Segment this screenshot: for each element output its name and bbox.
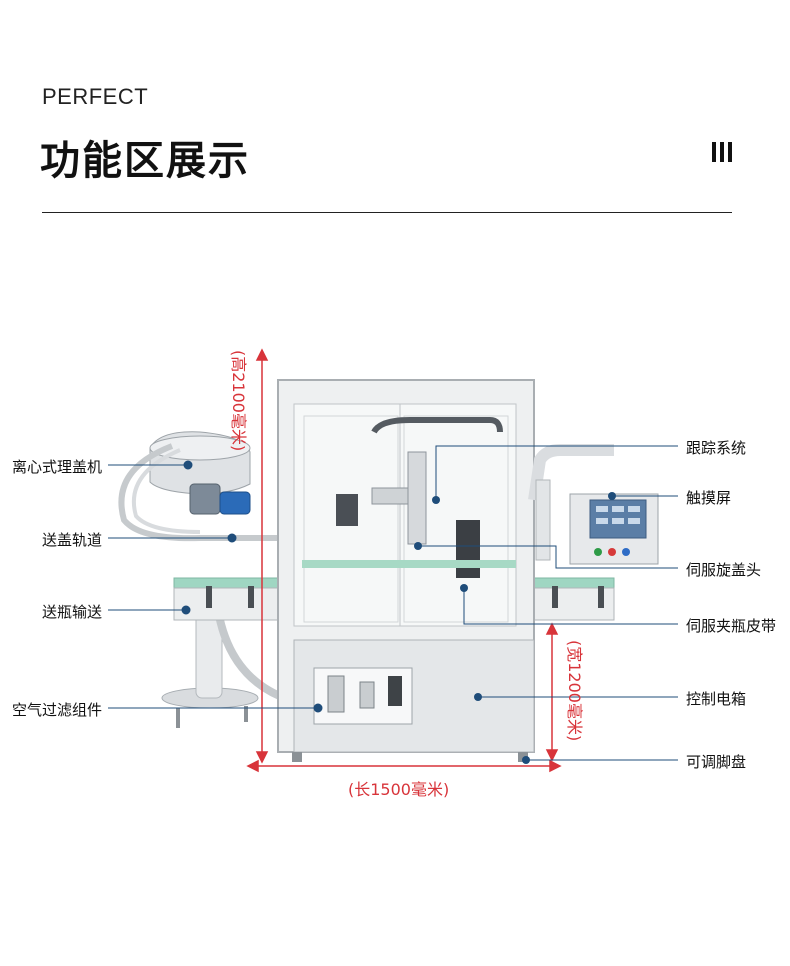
callout-adjustable-feet: 可调脚盘 (686, 753, 747, 771)
height-dimension-label: (高2100毫米) (229, 350, 248, 452)
callout-servo-bottle-belt: 伺服夹瓶皮带 (686, 617, 777, 635)
callout-tracking-system: 跟踪系统 (686, 439, 747, 457)
header-divider (42, 212, 732, 213)
callout-control-box: 控制电箱 (686, 690, 747, 708)
kicker-text: PERFECT (42, 84, 149, 109)
width-dimension-label: (宽1200毫米) (565, 640, 584, 742)
callout-air-filter: 空气过滤组件 (12, 701, 103, 719)
callout-bottle-conveyor: 送瓶输送 (42, 603, 103, 621)
callout-cap-track: 送盖轨道 (42, 531, 103, 549)
length-dimension-label: (长1500毫米) (348, 780, 450, 799)
callout-servo-capping-head: 伺服旋盖头 (686, 561, 762, 579)
vertical-bars-icon[interactable] (712, 142, 732, 162)
callout-touchscreen: 触摸屏 (686, 489, 732, 507)
callout-cap-sorter: 离心式理盖机 (12, 458, 103, 476)
page-title: 功能区展示 (40, 138, 250, 184)
